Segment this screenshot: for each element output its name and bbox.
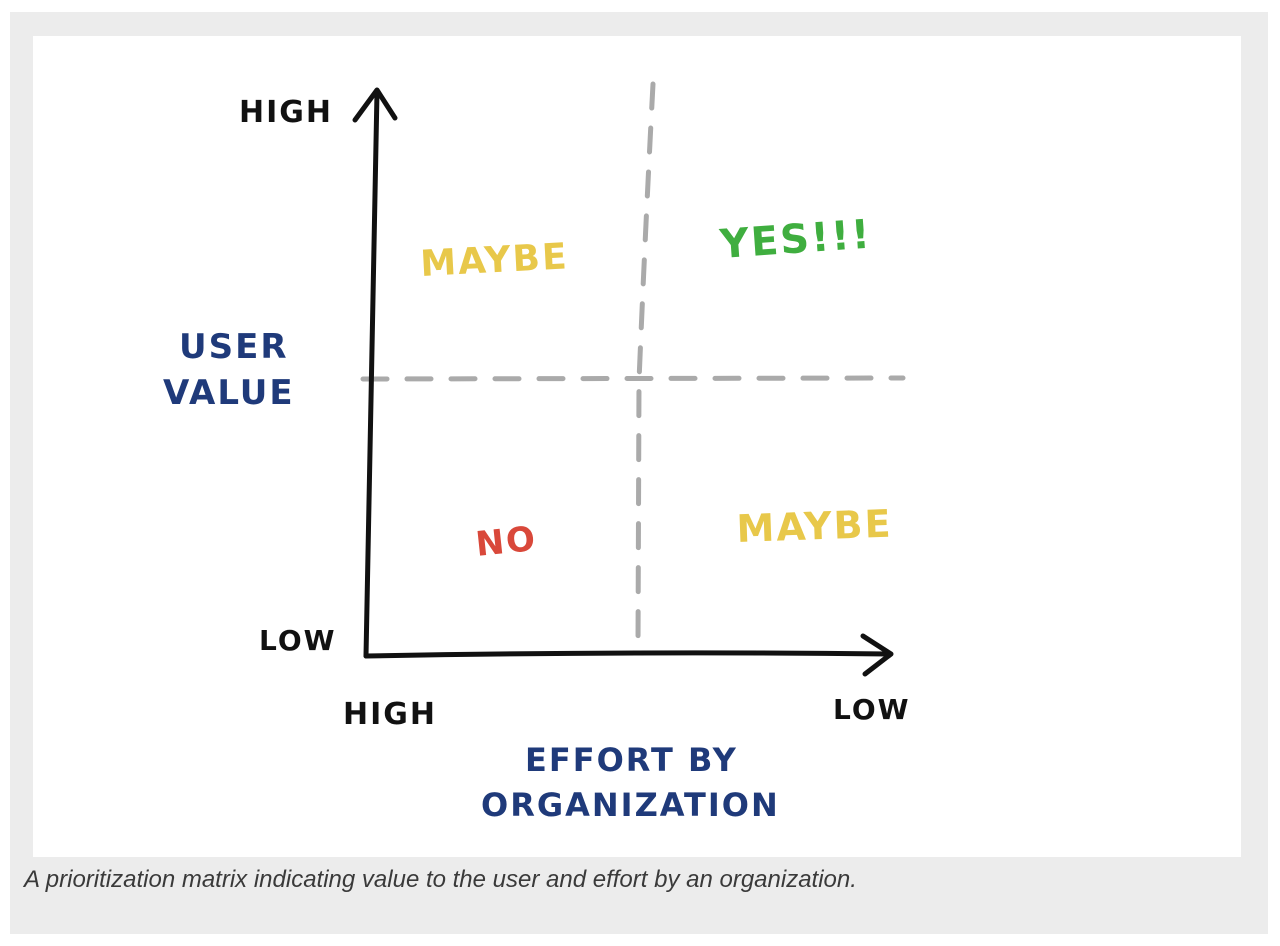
y-axis-arrowhead xyxy=(352,87,398,123)
y-axis-title-line-1: USER xyxy=(179,327,289,367)
quadrant-top-left-label: MAYBE xyxy=(419,236,569,285)
x-axis-title-line-1: EFFORT BY xyxy=(525,741,738,779)
horizontal-divider xyxy=(360,375,906,382)
quadrant-top-right-label: YES!!! xyxy=(717,211,873,268)
y-axis-low-label: LOW xyxy=(259,624,337,657)
matrix-drawing: HIGH LOW HIGH LOW USER VALUE EFFORT BY O… xyxy=(163,81,911,824)
quadrant-bottom-right-label: MAYBE xyxy=(736,502,893,551)
quadrant-bottom-left-label: NO xyxy=(474,519,539,565)
vertical-divider xyxy=(635,81,656,649)
x-axis-line xyxy=(363,650,892,659)
figure-frame: HIGH LOW HIGH LOW USER VALUE EFFORT BY O… xyxy=(10,12,1268,934)
x-axis-arrowhead xyxy=(860,633,894,677)
figure-caption: A prioritization matrix indicating value… xyxy=(24,866,857,893)
y-axis-line xyxy=(363,89,380,659)
x-axis-high-label: HIGH xyxy=(343,697,437,732)
prioritization-matrix: HIGH LOW HIGH LOW USER VALUE EFFORT BY O… xyxy=(33,36,1241,857)
x-axis-low-label: LOW xyxy=(833,693,911,726)
y-axis-title-line-2: VALUE xyxy=(163,373,295,413)
y-axis-high-label: HIGH xyxy=(239,95,333,130)
x-axis-title-line-2: ORGANIZATION xyxy=(481,786,780,824)
